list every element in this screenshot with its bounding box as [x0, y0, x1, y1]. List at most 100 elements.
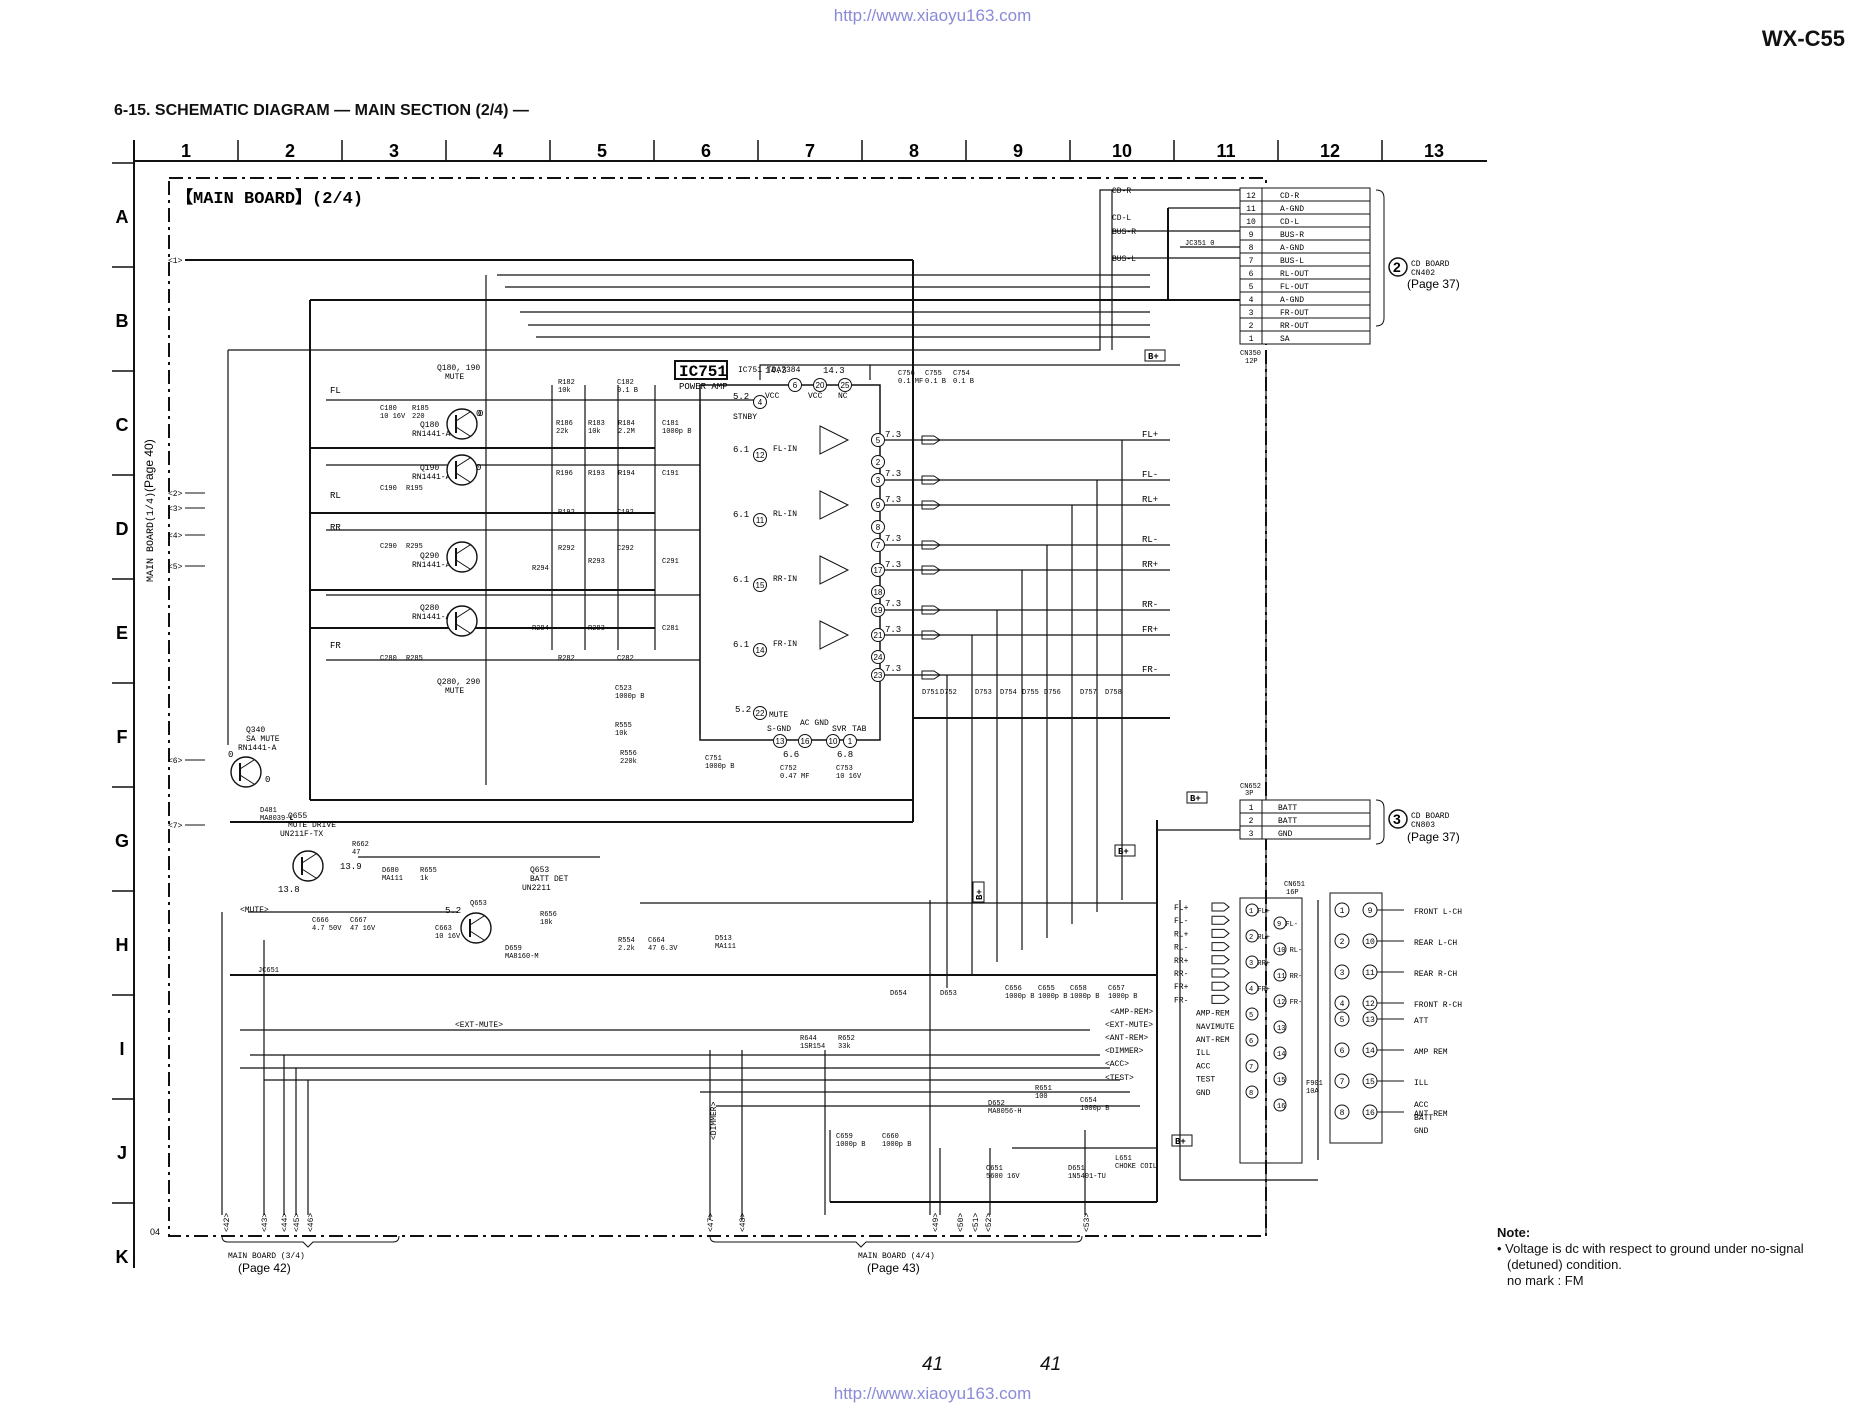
output-label: RL- — [1142, 535, 1158, 545]
component-ref: C660 — [882, 1133, 899, 1141]
ic-pin-num: 3 — [876, 476, 881, 485]
ic-pin — [753, 448, 767, 462]
bplus-4: B+ — [975, 889, 985, 900]
row-label: F — [117, 727, 128, 747]
component-ref: R186 — [556, 420, 573, 428]
cn651-pin — [1245, 1033, 1259, 1047]
ic-tab: TAB — [852, 725, 867, 734]
output-label: RR+ — [1142, 560, 1158, 570]
plug-pin-b-num: 10 — [1365, 938, 1375, 947]
cn350-pin-label: FL-OUT — [1280, 283, 1309, 292]
top-url[interactable]: http://www.xiaoyu163.com — [833, 6, 1032, 25]
ic-voltage: 7.3 — [885, 495, 901, 505]
net-cdl: CD-L — [1112, 214, 1131, 223]
plug-row-label: FRONT L-CH — [1414, 908, 1462, 917]
cn651-arrow — [1211, 915, 1230, 925]
cn652-pin-label: GND — [1278, 830, 1293, 839]
cn651-arrow — [1211, 981, 1230, 991]
component-ref: R656 — [540, 911, 557, 919]
left-port: <6> — [168, 757, 183, 766]
transistor-part: UN2211 — [522, 884, 551, 893]
transistor-collector — [301, 853, 317, 864]
cn651-left-label: ANT-REM — [1196, 1036, 1230, 1045]
component-value: MA111 — [382, 875, 403, 883]
ic-pin — [813, 378, 827, 392]
col-label: 12 — [1320, 141, 1340, 161]
plug-pin-b-num: 12 — [1365, 1000, 1375, 1009]
ic-vcc1: VCC — [765, 392, 780, 401]
col-label: 9 — [1013, 141, 1023, 161]
node-voltage: 0 — [476, 409, 481, 419]
component-ref: D757 — [1080, 689, 1097, 697]
col-label: 3 — [389, 141, 399, 161]
output-arrow — [921, 630, 941, 640]
left-board-page: (Page 40) — [142, 439, 156, 492]
cn651-pin-label: 8 — [1249, 1090, 1253, 1098]
bottom-port-right: <51> — [972, 1213, 981, 1232]
transistor-ref: Q280, 290 — [437, 678, 480, 687]
col-label: 1 — [181, 141, 191, 161]
ic-pin — [826, 734, 840, 748]
ic-voltage: 6.6 — [783, 750, 799, 760]
ic-mute: MUTE — [769, 711, 788, 720]
cn350-pin-row — [1239, 187, 1371, 202]
cn350-pin-num: 4 — [1249, 296, 1254, 305]
component-ref: R183 — [588, 420, 605, 428]
page-number-left: 41 — [922, 1354, 944, 1375]
ic-in-rl: RL-IN — [773, 510, 797, 519]
cn350-pin-row — [1239, 252, 1371, 267]
bottom-port-right: <49> — [932, 1213, 941, 1232]
plug-extra-label: BATT — [1414, 1114, 1433, 1123]
cn651-left-label: AMP-REM — [1196, 1010, 1230, 1019]
plug-pin-b-num: 16 — [1365, 1109, 1375, 1118]
component-value: 0.1 B — [925, 378, 946, 386]
cn652-name: CN652 — [1240, 783, 1261, 791]
transistor-ref: Q340 — [246, 726, 265, 735]
plug-pin-b-num: 13 — [1365, 1016, 1375, 1025]
component-ref: C290 — [380, 543, 397, 551]
output-arrow — [921, 670, 941, 680]
component-value: 0.47 MF — [780, 773, 809, 781]
ic-pin-num: 16 — [801, 737, 810, 746]
ic-pin — [871, 650, 885, 664]
plug-pin-a — [1334, 1011, 1350, 1027]
cn651-pin — [1273, 1098, 1287, 1112]
cn651-arrow — [1211, 968, 1230, 978]
component-ref: C753 — [836, 765, 853, 773]
ic-pin-num: 22 — [756, 709, 765, 718]
cn350-pin-label: A-GND — [1280, 296, 1304, 305]
cn651-pin — [1273, 994, 1287, 1008]
component-ref: R185 — [412, 405, 429, 413]
component-value: 1000p B — [1080, 1105, 1109, 1113]
cn350-name: CN350 — [1240, 350, 1261, 358]
ic-pin — [753, 643, 767, 657]
ic-pin — [773, 734, 787, 748]
transistor-desc: MUTE — [445, 373, 464, 382]
ic-pin — [753, 513, 767, 527]
col-label: 7 — [805, 141, 815, 161]
component-value: 220k — [620, 758, 637, 766]
ic-pin-num: 13 — [776, 737, 785, 746]
transistor-ref: Q180 — [420, 421, 439, 430]
cn651-name: CN651 — [1284, 881, 1305, 889]
bottom-url[interactable]: http://www.xiaoyu163.com — [833, 1384, 1032, 1403]
plug-pin-a-num: 2 — [1340, 938, 1345, 947]
ic-pin-num: 8 — [876, 523, 881, 532]
op-amp-symbol — [819, 555, 850, 585]
cn651-pin — [1245, 981, 1259, 995]
ic-pin — [871, 585, 885, 599]
ic751: IC751 IC751 TDA7384 POWER AMP STNBY VCC … — [674, 360, 901, 760]
component-value: 1000p B — [1070, 993, 1099, 1001]
cn651-pin — [1245, 955, 1259, 969]
component-value: 0.1 B — [617, 387, 638, 395]
component-value: 1000p B — [705, 763, 734, 771]
component-ref: R555 — [615, 722, 632, 730]
component-ref: D680 — [382, 867, 399, 875]
component-ref: C663 — [435, 925, 452, 933]
note-line-1: • Voltage is dc with respect to ground u… — [1497, 1241, 1804, 1256]
component-ref: C751 — [705, 755, 722, 763]
component-value: 1000p B — [882, 1141, 911, 1149]
bus-tag: <EXT-MUTE> — [455, 1021, 503, 1030]
